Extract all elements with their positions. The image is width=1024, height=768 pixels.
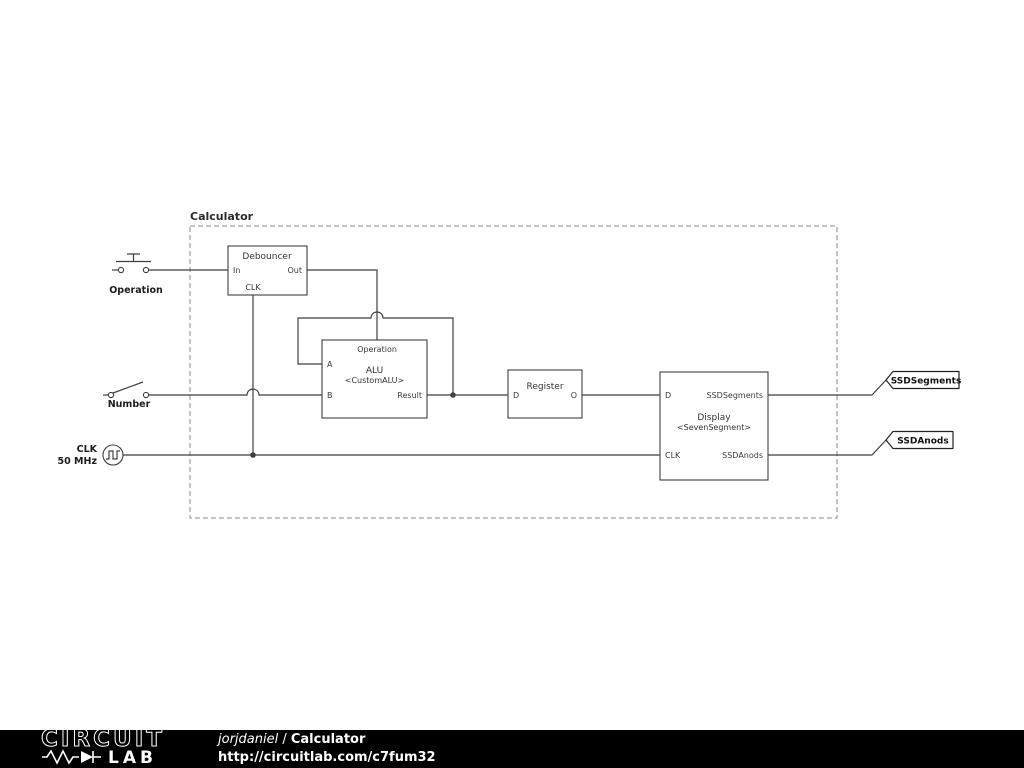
junction-dot	[450, 392, 456, 398]
calculator-container-title: Calculator	[190, 210, 254, 223]
alu-title: ALU	[366, 366, 383, 376]
display-pin-d: D	[665, 391, 671, 400]
alu-body	[321, 339, 428, 419]
wire-number-to-alu-b	[149, 388, 322, 396]
project-url-line: http://circuitlab.com/c7fum32	[218, 749, 436, 767]
alu-pin-result: Result	[397, 391, 422, 400]
switch-blade-icon	[112, 381, 144, 394]
calculator-container-outline	[189, 225, 838, 519]
ssdanods-flag-label: SSDAnods	[897, 437, 948, 447]
number-label: Number	[108, 399, 151, 410]
footer-meta: jorjdaniel / Calculator http://circuitla…	[218, 731, 436, 766]
circuitlab-logo-graphic: CIRCUIT LAB	[41, 725, 165, 768]
logo-lab-text: LAB	[108, 748, 157, 766]
pushbutton-terminal	[142, 266, 150, 274]
junction-dot	[250, 452, 256, 458]
display-subtitle: <SevenSegment>	[677, 423, 751, 432]
alu-pin-operation: Operation	[357, 345, 397, 354]
project-name: Calculator	[290, 732, 366, 748]
pushbutton-terminal	[117, 266, 125, 274]
flag-shape	[885, 430, 954, 450]
alu-pin-a: A	[327, 360, 333, 369]
project-byline: jorjdaniel / Calculator	[218, 731, 436, 749]
display-pin-ssdanods: SSDAnods	[722, 451, 763, 460]
footer-bar: CIRCUIT LAB jorjdaniel / Calculator http…	[0, 725, 1024, 768]
switch-terminal	[142, 391, 150, 399]
register-pin-d: D	[513, 391, 519, 400]
wire-debouncer-out-to-alu-operation	[307, 269, 378, 340]
circuitlab-logo[interactable]: CIRCUIT LAB	[40, 725, 210, 768]
wires	[123, 269, 887, 458]
debouncer-title: Debouncer	[242, 252, 292, 262]
logo-circuit-text: CIRCUIT	[41, 729, 165, 752]
ssdsegments-flag-label: SSDSegments	[891, 377, 962, 387]
alu-block[interactable]: Operation ALU <CustomALU> A B Result	[321, 339, 428, 419]
debouncer-pin-in: In	[233, 266, 240, 275]
pushbutton-actuator-icon	[127, 253, 140, 262]
square-wave-icon	[106, 450, 120, 460]
byline-separator: /	[278, 732, 291, 748]
debouncer-block[interactable]: Debouncer In Out CLK	[227, 245, 308, 296]
resistor-icon	[42, 748, 79, 765]
ssdsegments-flag[interactable]: SSDSegments	[885, 370, 962, 390]
flag-shape	[885, 370, 960, 390]
diode-icon	[81, 750, 93, 763]
wire-display-to-ssdsegments-flag	[768, 379, 887, 396]
clk-frequency-label: 50 MHz	[58, 456, 98, 467]
clock-source[interactable]: CLK 50 MHz	[58, 444, 124, 467]
switch-terminal	[107, 391, 115, 399]
schematic-canvas: Calculator Operation	[58, 210, 962, 519]
display-body	[659, 371, 769, 481]
alu-subtitle: <CustomALU>	[345, 376, 404, 385]
register-block[interactable]: Register D O	[507, 369, 583, 419]
display-block[interactable]: D SSDSegments Display <SevenSegment> CLK…	[659, 371, 769, 481]
number-switch[interactable]: Number	[103, 381, 151, 410]
operation-label: Operation	[109, 285, 163, 296]
register-body	[507, 369, 583, 419]
debouncer-body	[227, 245, 308, 296]
ssdanods-flag[interactable]: SSDAnods	[885, 430, 954, 450]
debouncer-pin-out: Out	[287, 266, 302, 275]
display-pin-ssdsegments: SSDSegments	[707, 391, 763, 400]
register-title: Register	[526, 382, 563, 392]
author-name: jorjdaniel	[218, 732, 279, 748]
diode-bar-icon	[92, 750, 101, 763]
display-pin-clk: CLK	[665, 451, 681, 460]
calculator-subcircuit-container[interactable]: Calculator	[189, 210, 838, 519]
wire-feedback-result-to-alu-a	[297, 311, 454, 395]
display-title: Display	[697, 413, 731, 423]
project-url-link[interactable]: http://circuitlab.com/c7fum32	[218, 750, 436, 765]
debouncer-pin-clk: CLK	[245, 283, 261, 292]
wire-display-to-ssdanods-flag	[768, 439, 887, 456]
register-pin-o: O	[571, 391, 577, 400]
alu-pin-b: B	[327, 391, 333, 400]
clk-label: CLK	[77, 444, 98, 455]
operation-pushbutton[interactable]: Operation	[109, 253, 163, 296]
